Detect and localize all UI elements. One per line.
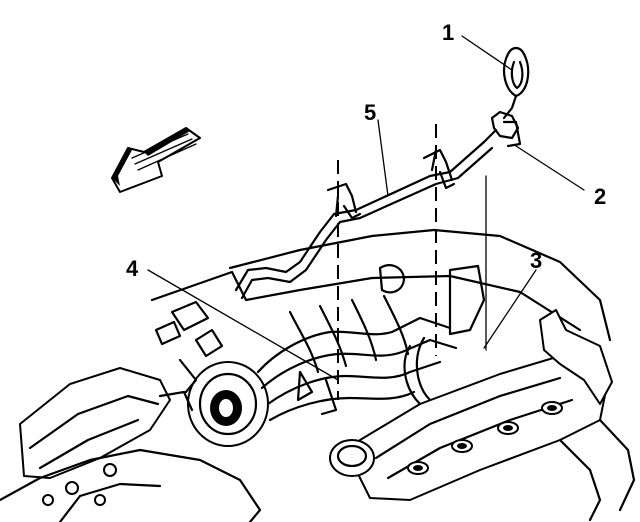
callout-1: 1 xyxy=(442,20,454,45)
engine-assembly xyxy=(0,228,636,522)
callout-4: 4 xyxy=(126,256,139,281)
callout-5: 5 xyxy=(364,100,376,125)
front-direction-arrow-icon xyxy=(111,127,201,193)
leader-lines xyxy=(147,35,585,381)
oil-level-indicator-tube xyxy=(234,140,494,300)
callout-2: 2 xyxy=(594,184,606,209)
oil-level-indicator xyxy=(502,46,530,120)
callout-3: 3 xyxy=(530,248,542,273)
alignment-lines xyxy=(337,124,487,400)
indicator-tube-bracket xyxy=(482,110,522,148)
